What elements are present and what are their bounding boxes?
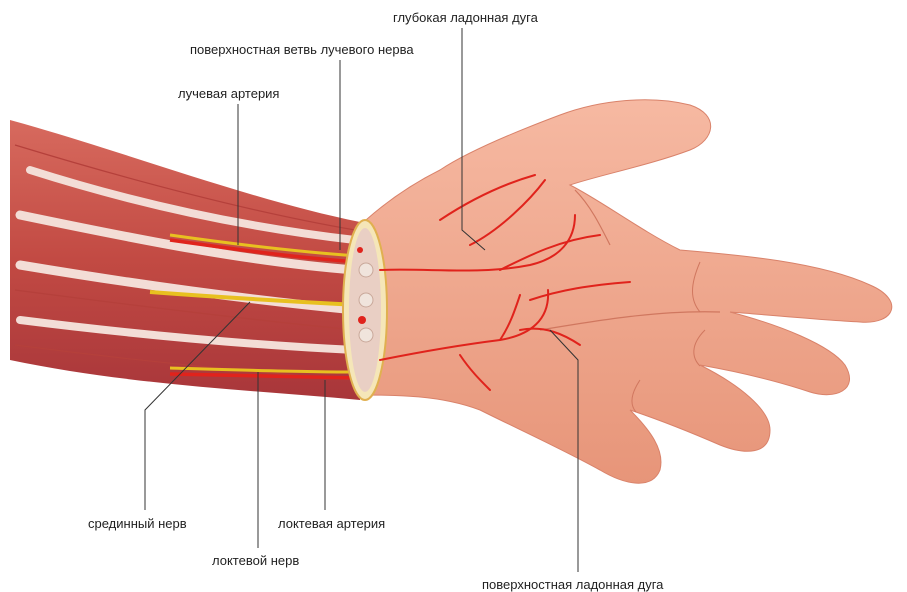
section-vessel <box>357 247 363 253</box>
cross-section-inner <box>349 228 381 392</box>
label-ulnar-artery: локтевая артерия <box>278 516 385 532</box>
section-bone-2 <box>359 293 373 307</box>
label-ulnar-nerve: локтевой нерв <box>212 553 299 569</box>
forearm <box>10 120 360 400</box>
label-median-nerve: срединный нерв <box>88 516 187 532</box>
section-bone-1 <box>359 263 373 277</box>
label-radial-artery: лучевая артерия <box>178 86 279 102</box>
hand <box>350 100 892 483</box>
wrist-cross-section <box>343 220 387 400</box>
label-superficial-branch-radial-nerve: поверхностная ветвь лучевого нерва <box>190 42 414 58</box>
label-deep-palmar-arch: глубокая ладонная дуга <box>393 10 538 26</box>
section-vessel-2 <box>358 316 366 324</box>
palm <box>350 100 892 483</box>
forearm-muscles <box>10 120 360 400</box>
label-superficial-palmar-arch: поверхностная ладонная дуга <box>482 577 663 592</box>
section-bone-3 <box>359 328 373 342</box>
